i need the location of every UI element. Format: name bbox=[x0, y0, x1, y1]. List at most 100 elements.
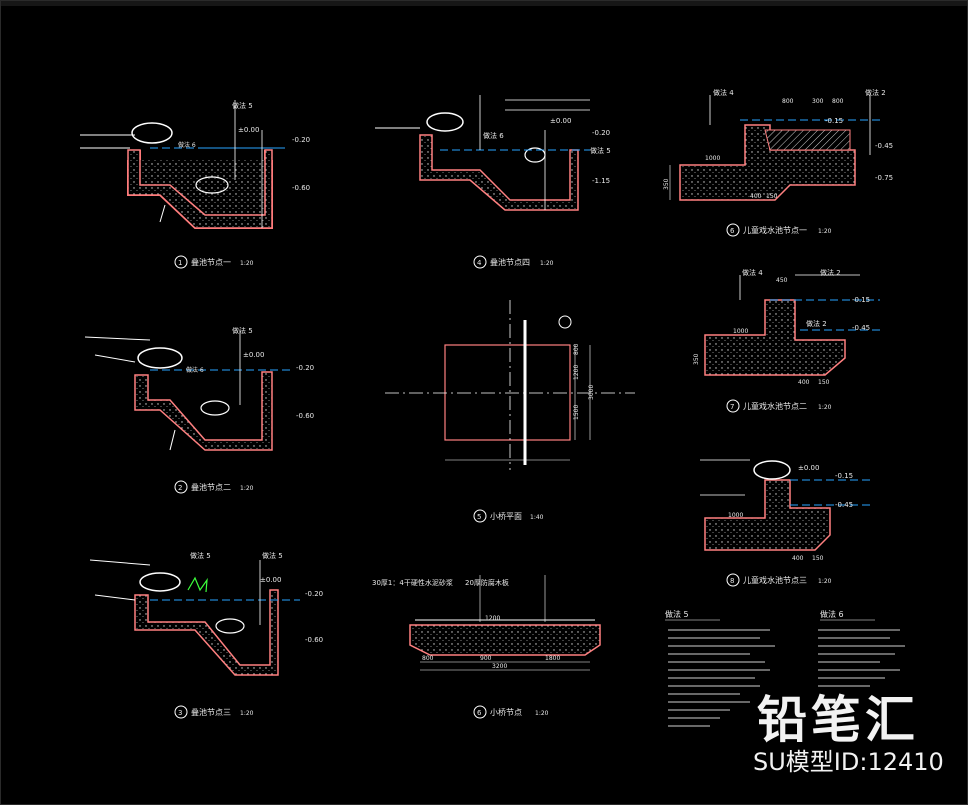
elev-d2-b: -0.20 bbox=[296, 364, 314, 372]
dim-p1-d: 1000 bbox=[705, 155, 720, 162]
detail-3-label: 3 叠池节点三 1:20 bbox=[174, 705, 254, 719]
legend-title-6: 做法 6 bbox=[820, 609, 844, 619]
elev-p3-a: ±0.00 bbox=[798, 464, 819, 472]
elev-d1-c: -0.60 bbox=[292, 184, 310, 192]
pool-1-title: 儿童戏水池节点一 bbox=[743, 225, 807, 235]
dim-p2-b: 1000 bbox=[733, 328, 748, 335]
detail-6-label: 6 小桥节点 1:20 bbox=[473, 705, 549, 719]
detail-2-title: 叠池节点二 bbox=[191, 482, 231, 492]
detail-3-scale: 1:20 bbox=[240, 710, 254, 717]
detail-5-title: 小桥平面 bbox=[490, 511, 522, 521]
detail-2-section bbox=[84, 330, 290, 451]
bridge-note-1: 30厚1：4干硬性水泥砂浆 bbox=[372, 578, 453, 587]
detail-4-scale: 1:20 bbox=[540, 260, 554, 267]
detail-1-scale: 1:20 bbox=[240, 260, 254, 267]
dim-p1-a: 800 bbox=[782, 98, 794, 105]
pool-detail-1-label: 6 儿童戏水池节点一 1:20 bbox=[726, 223, 832, 237]
detail-5-plan bbox=[385, 300, 635, 470]
elev-d2-c: -0.60 bbox=[296, 412, 314, 420]
tag-d3-a: 做法 5 bbox=[190, 551, 211, 560]
pool-2-scale: 1:20 bbox=[818, 404, 832, 411]
legend-title-5: 做法 5 bbox=[665, 609, 689, 619]
detail-1-no: 1 bbox=[178, 259, 182, 267]
window-top-bar bbox=[0, 0, 968, 6]
elev-d4-a: ±0.00 bbox=[550, 117, 571, 125]
elev-d3-a: ±0.00 bbox=[260, 576, 281, 584]
dim-d6-c: 1800 bbox=[545, 655, 560, 662]
dim-p3-c: 150 bbox=[812, 555, 824, 562]
dim-d5-c: 1500 bbox=[573, 405, 580, 420]
tag-p2-c: 做法 2 bbox=[806, 319, 827, 328]
elev-p3-e: -0.45 bbox=[835, 501, 853, 509]
elev-d3-c: -0.60 bbox=[305, 636, 323, 644]
pool-detail-1-section bbox=[669, 95, 880, 201]
tag-p2-b: 做法 2 bbox=[820, 268, 841, 277]
detail-5-no: 5 bbox=[477, 513, 481, 521]
tag-p2-a: 做法 4 bbox=[742, 268, 763, 277]
elev-p1-d: -0.15 bbox=[825, 117, 843, 125]
pool-1-no: 6 bbox=[730, 227, 735, 235]
tag-p1-b: 做法 2 bbox=[865, 88, 886, 97]
bridge-note-2: 20厚防腐木板 bbox=[465, 578, 509, 587]
tag-d3-b: 做法 5 bbox=[262, 551, 283, 560]
tag-d4: 做法 6 bbox=[483, 131, 504, 140]
tag-d2-b: 做法 6 bbox=[186, 366, 204, 374]
watermark-title: 铅笔汇 bbox=[757, 691, 919, 749]
detail-4-label: 4 叠池节点四 1:20 bbox=[473, 255, 554, 269]
elev-p3-d: -0.15 bbox=[835, 472, 853, 480]
watermark-id: SU模型ID:12410 bbox=[753, 748, 944, 776]
dim-d6-b: 900 bbox=[480, 655, 492, 662]
dim-p2-e: 350 bbox=[693, 353, 700, 365]
dim-p3-b: 400 bbox=[792, 555, 804, 562]
pool-detail-3-label: 8 儿童戏水池节点三 1:20 bbox=[726, 573, 832, 587]
pool-3-no: 8 bbox=[730, 577, 734, 585]
dim-p2-c: 400 bbox=[798, 379, 810, 386]
pool-3-scale: 1:20 bbox=[818, 578, 832, 585]
dim-d6-d: 3200 bbox=[492, 663, 507, 670]
legend-notes bbox=[665, 619, 905, 727]
dim-p1-f: 150 bbox=[766, 193, 778, 200]
elev-p1-e: -0.45 bbox=[875, 142, 893, 150]
detail-1-label: 1 叠池节点一 1:20 bbox=[174, 255, 254, 269]
tag-d4-b: 做法 5 bbox=[590, 146, 611, 155]
detail-2-scale: 1:20 bbox=[240, 485, 254, 492]
elev-d2-a: ±0.00 bbox=[243, 351, 264, 359]
tag-p1-a: 做法 4 bbox=[713, 88, 734, 97]
tag-d2: 做法 5 bbox=[232, 326, 253, 335]
elev-p2-e: -0.45 bbox=[852, 324, 870, 332]
pool-2-no: 7 bbox=[730, 403, 734, 411]
detail-4-section bbox=[375, 95, 590, 211]
pool-2-title: 儿童戏水池节点二 bbox=[743, 401, 807, 411]
detail-4-title: 叠池节点四 bbox=[490, 257, 530, 267]
detail-6-no: 6 bbox=[477, 709, 482, 717]
elev-d1-b: -0.20 bbox=[292, 136, 310, 144]
detail-6-scale: 1:20 bbox=[535, 710, 549, 717]
dim-p2-a: 450 bbox=[776, 277, 788, 284]
tag-d1: 做法 5 bbox=[232, 101, 253, 110]
detail-4-no: 4 bbox=[477, 259, 482, 267]
detail-5-scale: 1:40 bbox=[530, 514, 544, 521]
elev-d3-b: -0.20 bbox=[305, 590, 323, 598]
dim-p1-g: 350 bbox=[663, 178, 670, 190]
pool-detail-2-label: 7 儿童戏水池节点二 1:20 bbox=[726, 399, 832, 413]
dim-d5-d: 3000 bbox=[588, 385, 595, 400]
dim-p2-d: 150 bbox=[818, 379, 830, 386]
pool-1-scale: 1:20 bbox=[818, 228, 832, 235]
dim-p3-a: 1000 bbox=[728, 512, 743, 519]
elev-p2-d: -0.15 bbox=[852, 296, 870, 304]
dim-d6-e: 1200 bbox=[485, 615, 500, 622]
dim-p1-c: 800 bbox=[832, 98, 844, 105]
pool-3-title: 儿童戏水池节点三 bbox=[743, 575, 807, 585]
dim-p1-b: 300 bbox=[812, 98, 824, 105]
tag-d1-b: 做法 6 bbox=[178, 141, 196, 149]
detail-6-title: 小桥节点 bbox=[490, 707, 522, 717]
pool-detail-3-section bbox=[700, 459, 870, 551]
dim-d6-a: 800 bbox=[422, 655, 434, 662]
elev-d4-b: -0.20 bbox=[592, 129, 610, 137]
detail-5-label: 5 小桥平面 1:40 bbox=[473, 509, 544, 523]
detail-3-title: 叠池节点三 bbox=[191, 707, 231, 717]
elev-d4-g: -1.15 bbox=[592, 177, 610, 185]
pool-detail-2-section bbox=[704, 274, 880, 376]
detail-1-section bbox=[80, 100, 285, 229]
